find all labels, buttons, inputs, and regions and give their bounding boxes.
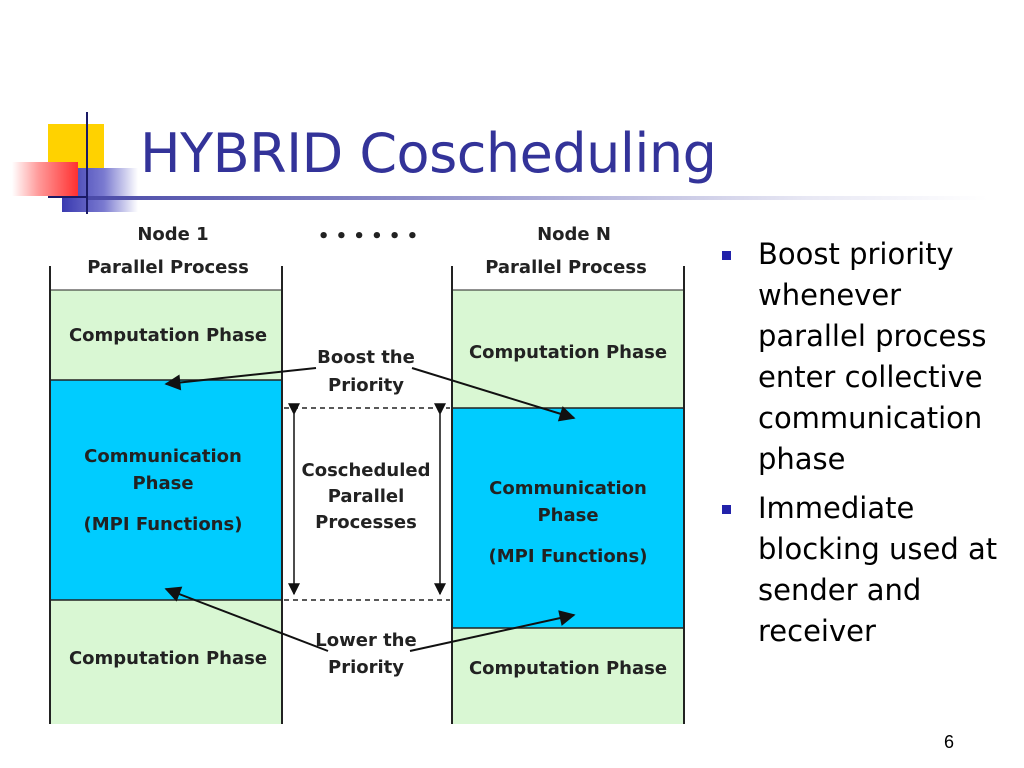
node1-process-label: Parallel Process (87, 257, 249, 278)
boost-line1: Boost the (317, 347, 415, 368)
nodeN-top-phase-label: Computation Phase (469, 342, 667, 363)
boost-line2: Priority (328, 375, 404, 396)
nodeN-computation-bottom (452, 628, 684, 724)
cosched-line3: Processes (315, 512, 417, 533)
node1-top-phase-label: Computation Phase (69, 325, 267, 346)
bullet-item: Immediate blocking used at sender and re… (718, 488, 1018, 652)
bullet-item: Boost priority whenever parallel process… (718, 234, 1018, 480)
node1-name: Node 1 (137, 224, 208, 245)
nodeN-computation-top (452, 290, 684, 408)
node1-computation-bottom (50, 600, 282, 724)
cosched-line1: Coscheduled (302, 460, 431, 481)
lower-line1: Lower the (315, 630, 416, 651)
square-bullet-icon (722, 251, 731, 260)
lower-arrow-to-nodeN (409, 610, 576, 652)
boost-arrow-to-node1 (164, 367, 317, 391)
nodes-ellipsis: • • • • • • (318, 226, 418, 247)
boost-arrow-to-nodeN (411, 367, 576, 422)
lower-line2: Priority (328, 657, 404, 678)
cosched-line2: Parallel (328, 486, 405, 507)
node1-bottom-phase-label: Computation Phase (69, 648, 267, 669)
nodeN-name: Node N (537, 224, 611, 245)
decor-red-square (12, 162, 78, 196)
bullet-list: Boost priority whenever parallel process… (718, 234, 1018, 660)
decor-vertical-line (86, 112, 88, 214)
nodeN-process-label: Parallel Process (485, 257, 647, 278)
bullet-text: Boost priority whenever parallel process… (758, 237, 987, 476)
nodeN-comm-line2: Phase (537, 505, 598, 526)
decor-horizontal-line (48, 196, 90, 198)
node1-comm-line3: (MPI Functions) (84, 514, 243, 535)
square-bullet-icon (722, 505, 731, 514)
nodeN-comm-line1: Communication (489, 478, 647, 499)
node1-comm-line1: Communication (84, 446, 242, 467)
nodeN-communication-phase (452, 408, 684, 628)
lower-arrow-to-node1 (164, 586, 329, 652)
coscheduling-diagram: Node 1 Parallel Process Computation Phas… (49, 224, 685, 724)
node1-computation-top (50, 290, 282, 380)
nodeN-comm-line3: (MPI Functions) (489, 546, 648, 567)
node1-communication-phase (50, 380, 282, 600)
slide-number: 6 (944, 732, 955, 752)
title-underline (88, 196, 988, 200)
slide-title: HYBRID Coscheduling (140, 122, 717, 185)
bullet-text: Immediate blocking used at sender and re… (758, 491, 998, 648)
node1-comm-line2: Phase (132, 473, 193, 494)
nodeN-bottom-phase-label: Computation Phase (469, 658, 667, 679)
